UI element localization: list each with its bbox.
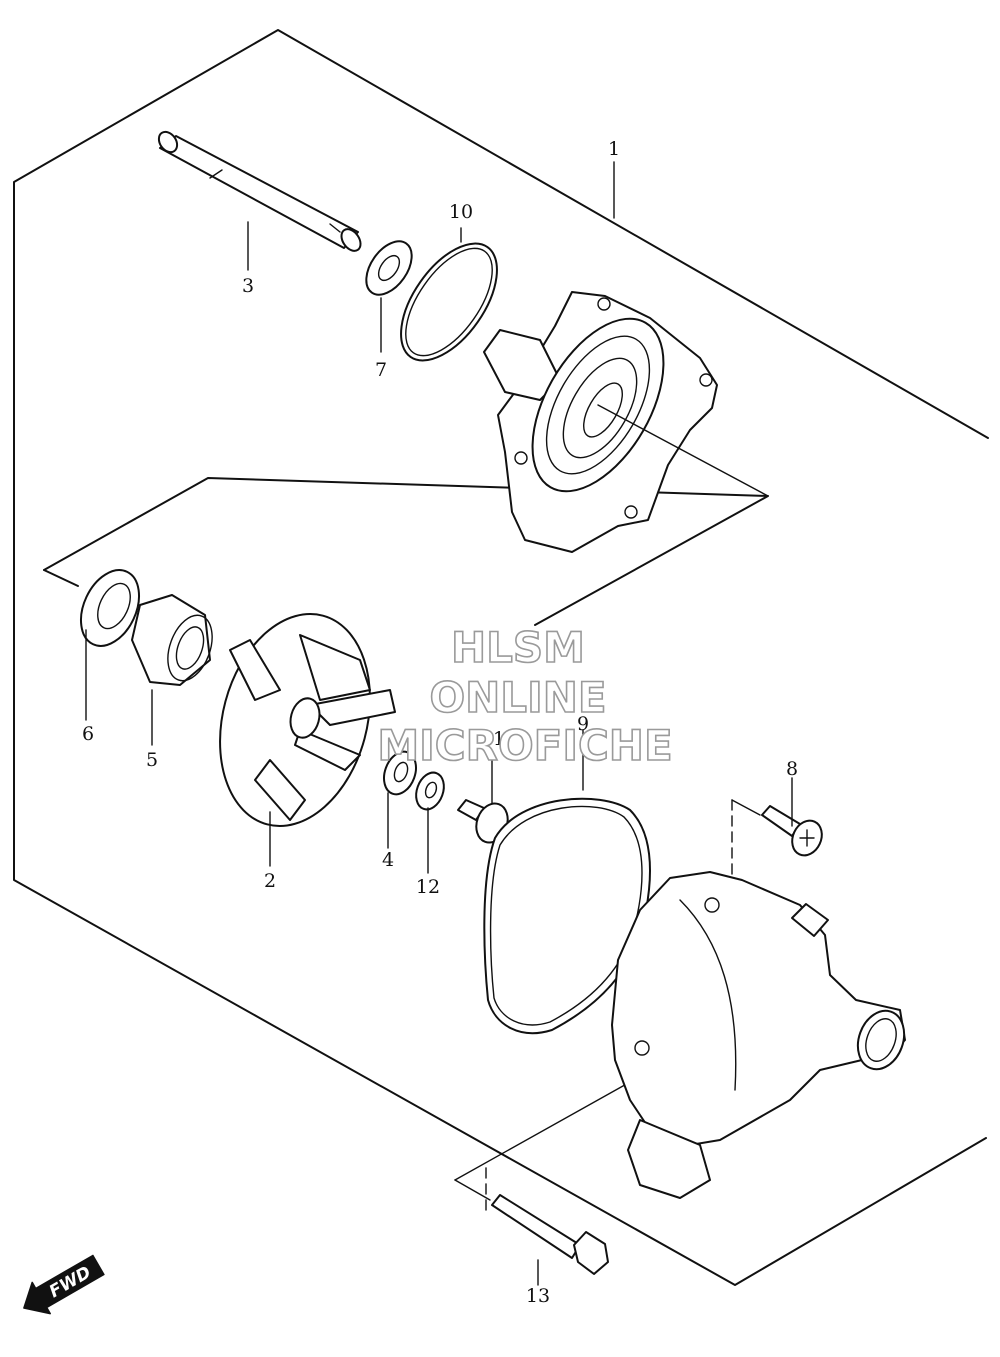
- pump-housing: [611, 871, 906, 1199]
- callout-7[interactable]: 7: [375, 359, 387, 381]
- callout-8[interactable]: 8: [786, 758, 798, 780]
- callout-3[interactable]: 3: [242, 275, 254, 297]
- fwd-arrow-badge: FWD: [23, 1254, 105, 1315]
- callout-9[interactable]: 9: [577, 713, 589, 735]
- callout-6[interactable]: 6: [82, 723, 94, 745]
- callout-10[interactable]: 10: [449, 201, 473, 223]
- callout-1[interactable]: 1: [608, 138, 620, 160]
- gasket-part-9: [483, 797, 651, 1035]
- callout-13[interactable]: 13: [526, 1285, 550, 1307]
- mechanical-seal-part-5: [131, 594, 213, 686]
- assembly-frame: [13, 29, 989, 1286]
- fwd-arrow-icon: [23, 1254, 105, 1315]
- watermark-line-3: MICROFICHE: [377, 721, 672, 770]
- subassembly-frame: [43, 477, 769, 626]
- oil-seal-part-6: [79, 569, 141, 647]
- callout-5[interactable]: 5: [146, 749, 158, 771]
- pump-body-part-1: [483, 291, 718, 553]
- leader-lines: [85, 161, 793, 1286]
- callouts: 1 10 3 7 6 5 2 4 12 11 9 8 13: [82, 138, 798, 1307]
- watermark: HLSM ONLINE MICROFICHE: [377, 622, 674, 771]
- callout-12[interactable]: 12: [416, 876, 440, 898]
- washer-part-7: [365, 240, 413, 296]
- screw-part-8: [761, 805, 823, 857]
- callout-2[interactable]: 2: [264, 870, 276, 892]
- watermark-line-1: HLSM: [451, 623, 585, 672]
- washer-part-12: [415, 771, 445, 811]
- callout-11[interactable]: 11: [481, 728, 505, 750]
- watermark-line-2: ONLINE: [429, 673, 606, 722]
- callout-4[interactable]: 4: [382, 849, 394, 871]
- washer-part-4: [383, 750, 417, 796]
- o-ring-part-10: [400, 242, 498, 362]
- shaft-part-3: [157, 130, 362, 252]
- impeller-part-2: [219, 613, 396, 827]
- long-bolt-part-13: [491, 1194, 609, 1275]
